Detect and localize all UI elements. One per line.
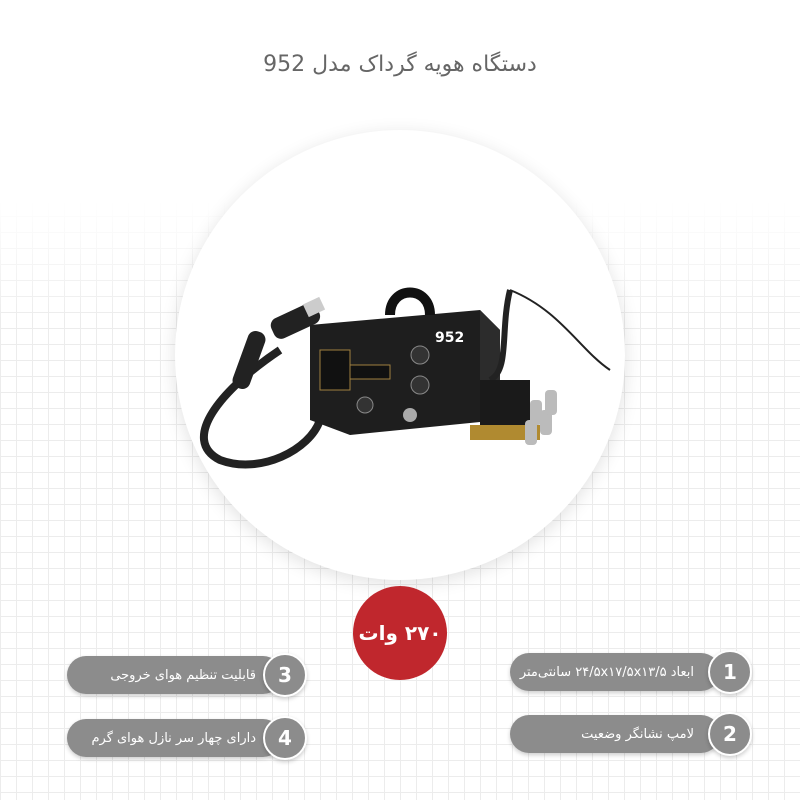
feature-number-4: 4 [263,716,307,760]
page-title: دستگاه هویه گرداک مدل 952 [263,52,537,77]
feature-pill-2: لامپ نشانگر وضعیت [510,715,720,753]
feature-pill-3: قابلیت تنظیم هوای خروجی [67,656,282,694]
product-model-label: 952 [435,330,464,346]
feature-number-2: 2 [708,712,752,756]
feature-pill-4: دارای چهار سر نازل هوای گرم [67,719,282,757]
feature-number-3: 3 [263,653,307,697]
feature-pill-1: ابعاد ۲۴/۵x۱۷/۵x۱۳/۵ سانتی‌متر [510,653,720,691]
soldering-station-image: 952 [199,287,611,469]
feature-text: لامپ نشانگر وضعیت [581,726,694,742]
power-badge: ۲۷۰ وات [353,586,447,680]
feature-number-1: 1 [708,650,752,694]
feature-text: قابلیت تنظیم هوای خروجی [110,667,256,683]
feature-text: ابعاد ۲۴/۵x۱۷/۵x۱۳/۵ سانتی‌متر [519,664,694,680]
feature-text: دارای چهار سر نازل هوای گرم [91,730,256,746]
